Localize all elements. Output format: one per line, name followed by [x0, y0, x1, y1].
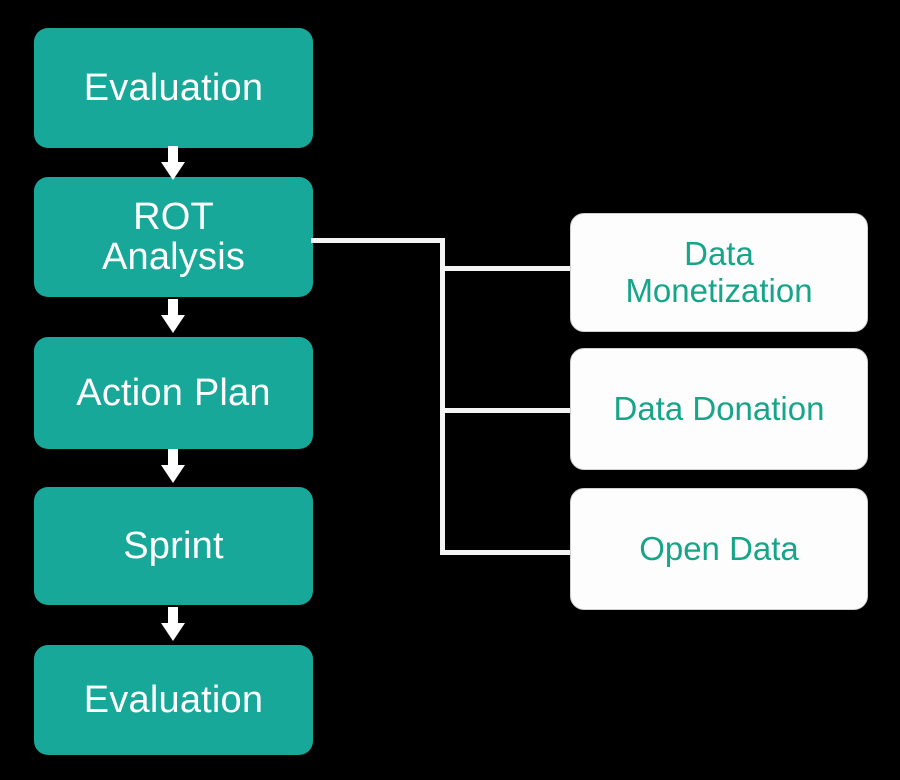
connector-to-data-donation — [440, 408, 572, 413]
process-box-evaluation-bottom[interactable]: Evaluation — [34, 645, 313, 755]
connector-to-data-monetization — [440, 266, 572, 271]
arrow-head — [161, 465, 185, 483]
connector-spine — [440, 238, 445, 555]
arrow-head — [161, 162, 185, 180]
arrow-shaft — [168, 146, 178, 166]
process-box-evaluation-top[interactable]: Evaluation — [34, 28, 313, 148]
process-box-action-plan[interactable]: Action Plan — [34, 337, 313, 449]
outcome-label: Data Donation — [613, 389, 825, 427]
arrow-shaft — [168, 449, 178, 469]
outcome-label: Open Data — [639, 529, 799, 567]
outcome-box-data-monetization[interactable]: Data Monetization — [570, 213, 868, 332]
arrow-shaft — [168, 607, 178, 627]
arrow-head — [161, 623, 185, 641]
process-box-rot-analysis[interactable]: ROT Analysis — [34, 177, 313, 297]
process-label: Evaluation — [83, 66, 264, 109]
connector-rot-stub — [311, 238, 445, 243]
flow-arrow-down-icon — [159, 607, 187, 641]
arrow-head — [161, 315, 185, 333]
flow-arrow-down-icon — [159, 146, 187, 180]
process-label: Action Plan — [76, 371, 271, 414]
outcome-box-data-donation[interactable]: Data Donation — [570, 348, 868, 470]
outcome-box-open-data[interactable]: Open Data — [570, 488, 868, 610]
connector-to-open-data — [440, 550, 572, 555]
process-label: Evaluation — [83, 678, 264, 721]
flow-arrow-down-icon — [159, 449, 187, 483]
arrow-shaft — [168, 299, 178, 319]
flow-arrow-down-icon — [159, 299, 187, 333]
process-label: ROT Analysis — [101, 195, 246, 278]
process-box-sprint[interactable]: Sprint — [34, 487, 313, 605]
process-label: Sprint — [123, 524, 224, 567]
outcome-label: Data Monetization — [625, 234, 813, 309]
